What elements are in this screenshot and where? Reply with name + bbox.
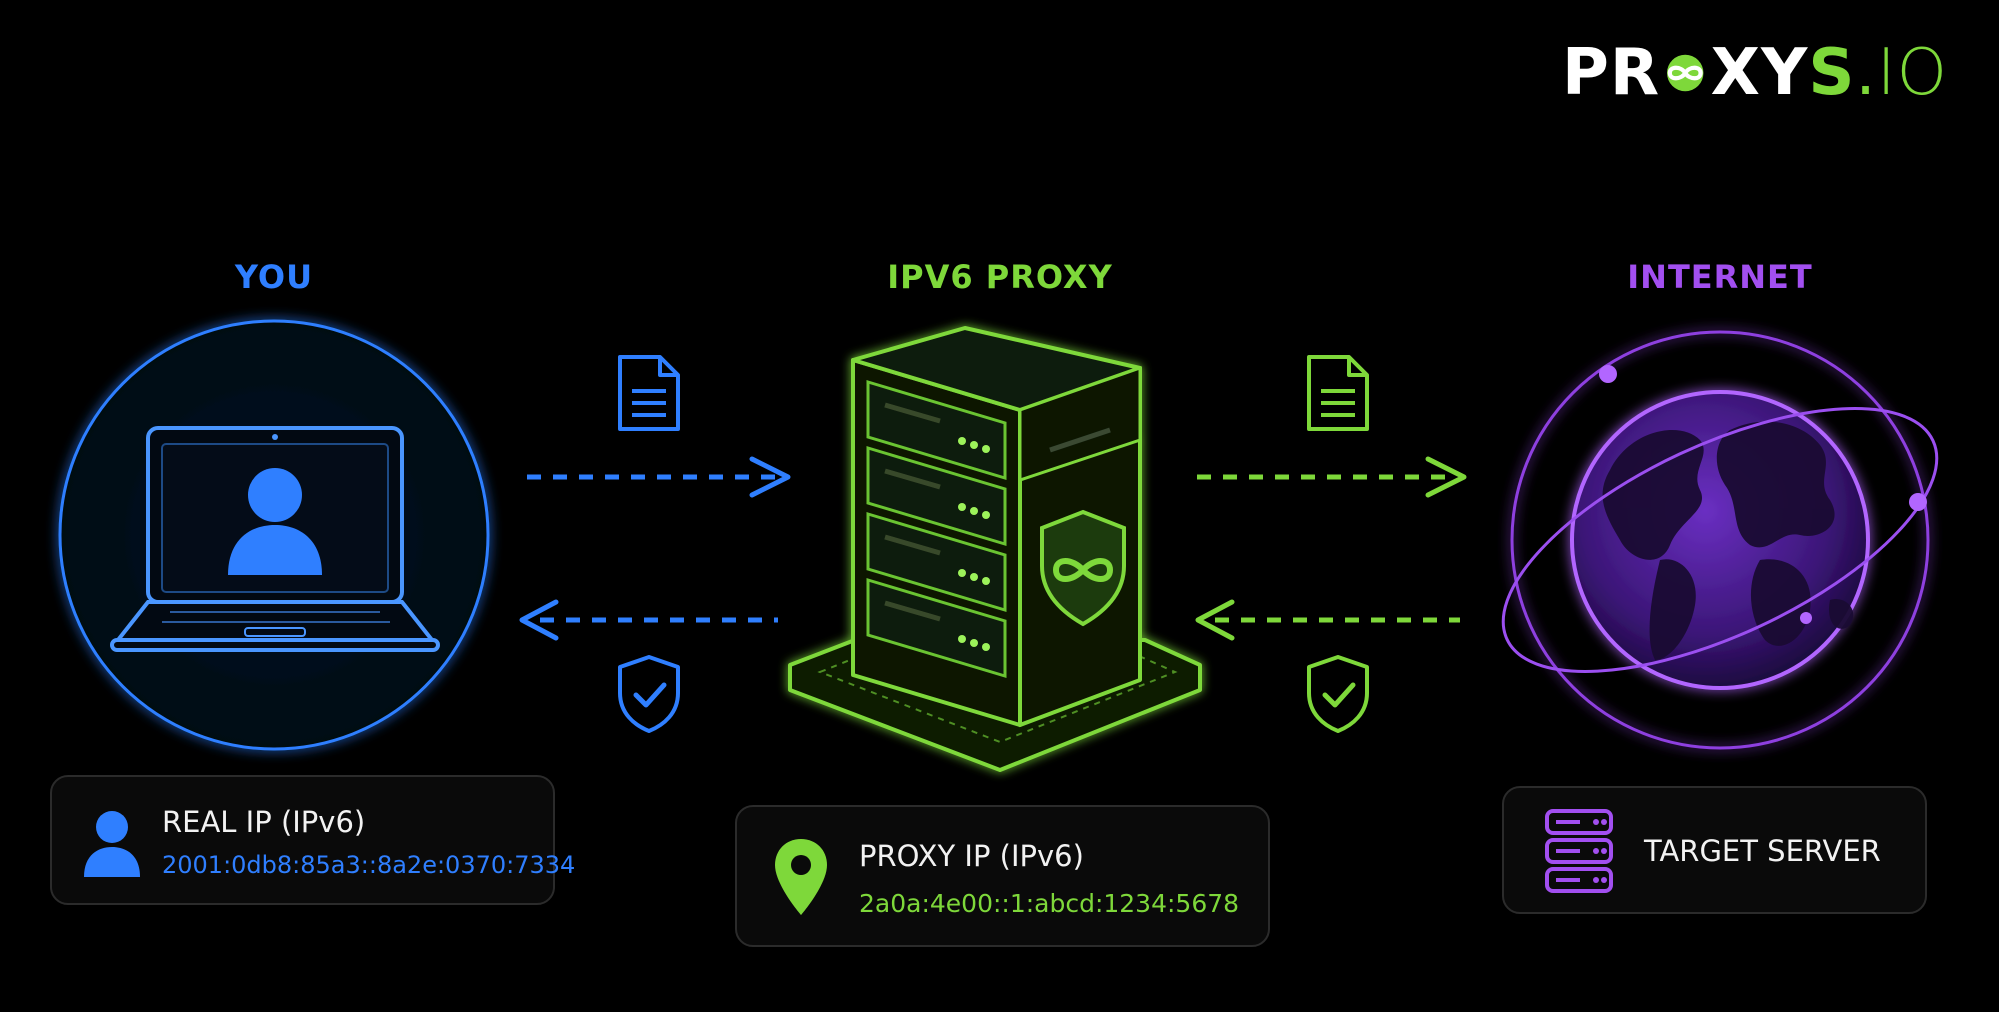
proxys-logo: PR XY S . IO bbox=[1562, 36, 1948, 110]
logo-text-s: S bbox=[1808, 36, 1856, 110]
document-icon bbox=[618, 355, 680, 431]
arrow-request-green bbox=[1197, 456, 1467, 498]
globe-icon bbox=[1501, 330, 1939, 750]
laptop-user-icon bbox=[58, 319, 490, 751]
logo-text-xy: XY bbox=[1710, 36, 1809, 110]
server-stack-icon bbox=[1545, 809, 1613, 893]
target-server-label: TARGET SERVER bbox=[1644, 834, 1881, 868]
infinity-icon bbox=[1667, 54, 1704, 92]
real-ip-card: REAL IP (IPv6) 2001:0db8:85a3::8a2e:0370… bbox=[50, 775, 575, 905]
target-server-card: TARGET SERVER bbox=[1502, 786, 1927, 914]
title-internet: INTERNET bbox=[1627, 258, 1813, 296]
logo-text-pr: PR bbox=[1562, 36, 1661, 110]
logo-text-dot: . bbox=[1855, 36, 1877, 110]
proxy-server-icon bbox=[788, 326, 1202, 772]
real-ip-label: REAL IP (IPv6) bbox=[162, 805, 366, 839]
title-you: YOU bbox=[234, 258, 314, 296]
document-icon bbox=[1307, 355, 1369, 431]
arrow-request-blue bbox=[527, 456, 791, 498]
real-ip-value: 2001:0db8:85a3::8a2e:0370:7334 bbox=[162, 851, 576, 879]
title-ipv6-proxy: IPV6 PROXY bbox=[887, 258, 1113, 296]
proxy-ip-value: 2a0a:4e00::1:abcd:1234:5678 bbox=[859, 889, 1240, 918]
user-icon bbox=[84, 811, 140, 877]
proxy-ip-card: PROXY IP (IPv6) 2a0a:4e00::1:abcd:1234:5… bbox=[735, 805, 1270, 947]
shield-check-icon bbox=[1307, 655, 1369, 733]
location-pin-icon bbox=[775, 839, 827, 915]
shield-check-icon bbox=[618, 655, 680, 733]
arrow-response-blue bbox=[519, 599, 778, 641]
proxy-ip-label: PROXY IP (IPv6) bbox=[859, 839, 1084, 873]
logo-text-io: IO bbox=[1876, 36, 1948, 110]
arrow-response-green bbox=[1195, 599, 1460, 641]
